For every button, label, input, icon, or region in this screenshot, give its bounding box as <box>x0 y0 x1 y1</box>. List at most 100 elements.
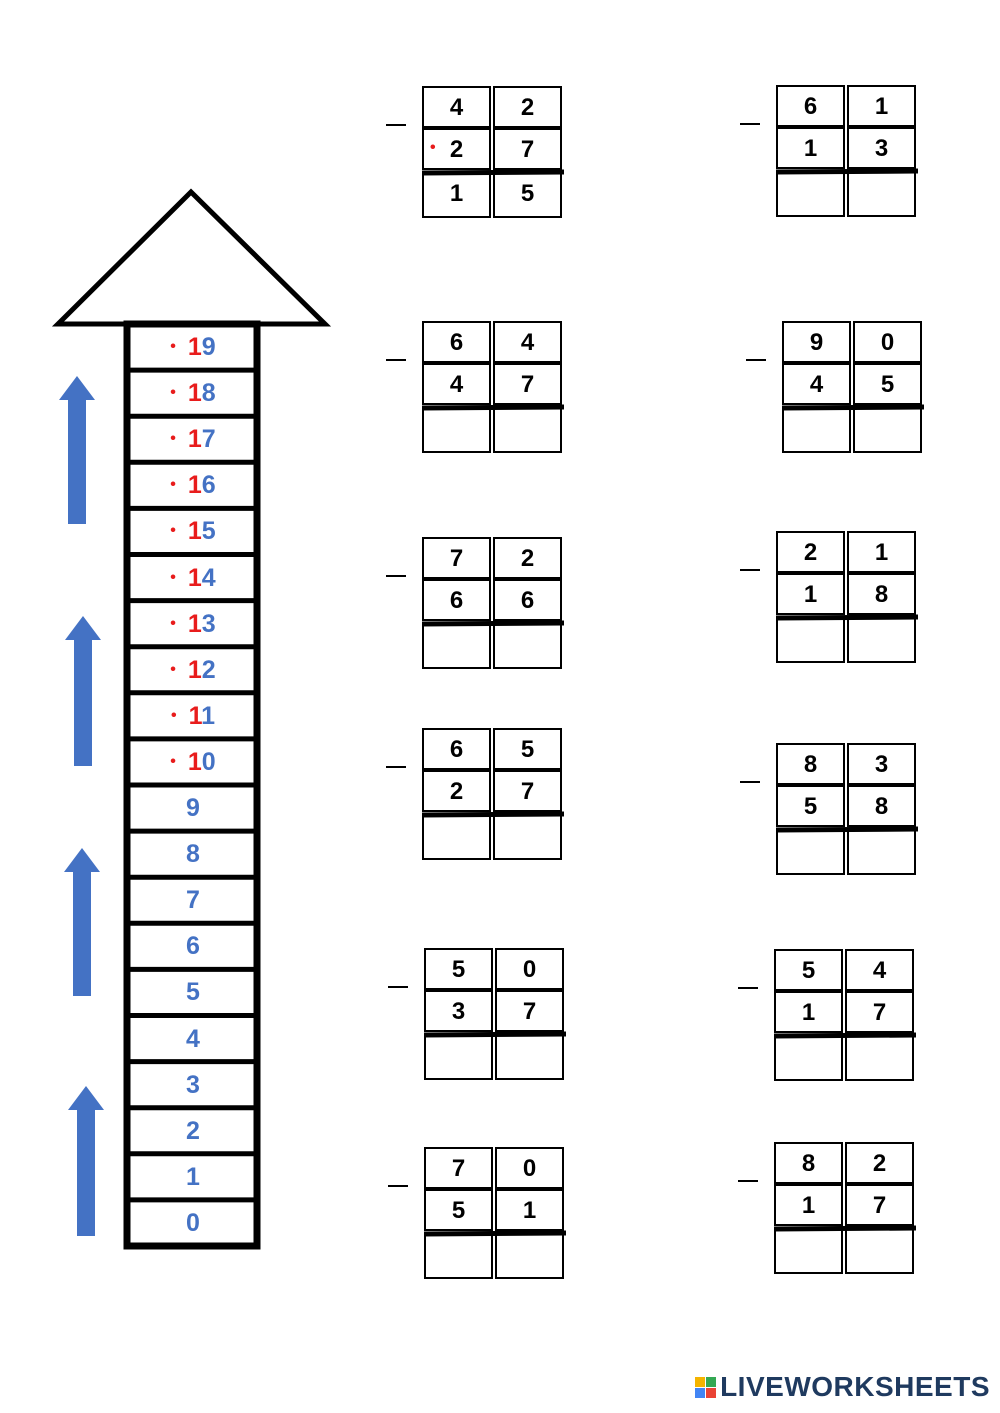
subtrahend-digit: 8 <box>847 573 916 615</box>
ladder-arrow-head <box>51 188 332 327</box>
minus-sign <box>388 986 408 988</box>
digit-text: 0 <box>522 1155 537 1182</box>
digit-text: 4 <box>449 371 464 398</box>
answer-cell[interactable] <box>776 617 845 663</box>
minus-sign <box>386 359 406 361</box>
ladder-rung: •13 <box>132 602 254 646</box>
rung-ones-digit: 1 <box>186 1162 200 1191</box>
digit-text: 6 <box>803 93 818 120</box>
subtraction-problem: 7 0 5 1 <box>388 1147 578 1287</box>
rung-tens-digit: 1 <box>187 517 202 546</box>
answer-cell[interactable] <box>847 829 916 875</box>
digit-text: 1 <box>522 1197 537 1224</box>
digit-text: 4 <box>809 371 824 398</box>
digit-text: 0 <box>522 956 537 983</box>
minuend-digit: 8 <box>774 1142 843 1184</box>
answer-cell[interactable] <box>424 1034 493 1080</box>
answer-cell[interactable] <box>847 171 916 217</box>
ladder-rung: •11 <box>132 694 254 738</box>
answer-cell[interactable] <box>422 623 491 669</box>
ladder-rung: •16 <box>132 463 254 507</box>
digit-text: 2 <box>449 136 464 163</box>
answer-cell[interactable] <box>782 407 851 453</box>
digit-text: 1 <box>803 581 818 608</box>
rung-ones-digit: 6 <box>186 932 200 961</box>
borrow-dot: • <box>170 384 176 402</box>
answer-cell[interactable]: 1 <box>422 172 491 218</box>
borrow-dot: • <box>170 568 176 586</box>
ladder-rung: •12 <box>132 648 254 692</box>
subtrahend-digit: 3 <box>424 990 493 1032</box>
answer-cell[interactable] <box>853 407 922 453</box>
answer-cell[interactable] <box>493 407 562 453</box>
borrow-dot: • <box>170 660 176 678</box>
rung-ones-digit: 2 <box>201 655 216 684</box>
answer-cell[interactable] <box>493 814 562 860</box>
minus-sign <box>386 124 406 126</box>
digit-text: 5 <box>880 371 895 398</box>
rung-ones-digit: 5 <box>201 517 216 546</box>
answer-cell[interactable] <box>845 1228 914 1274</box>
answer-cell[interactable] <box>422 407 491 453</box>
ladder-rung: 5 <box>132 970 254 1014</box>
answer-cell[interactable]: 5 <box>493 172 562 218</box>
answer-cell[interactable] <box>776 829 845 875</box>
answer-cell[interactable] <box>774 1228 843 1274</box>
digit-text: 2 <box>803 539 818 566</box>
minus-sign <box>738 987 758 989</box>
minus-sign <box>740 781 760 783</box>
answer-cell[interactable] <box>493 623 562 669</box>
minuend-digit: 2 <box>493 537 562 579</box>
minus-sign <box>746 359 766 361</box>
result-line <box>423 1230 567 1237</box>
rung-tens-digit: 1 <box>187 425 202 454</box>
subtrahend-digit: 4 <box>422 363 491 405</box>
subtrahend-digit: 5 <box>776 785 845 827</box>
minuend-digit: 5 <box>424 948 493 990</box>
result-line <box>775 614 919 621</box>
subtrahend-digit: 7 <box>495 990 564 1032</box>
rung-ones-digit: 4 <box>186 1024 200 1053</box>
digit-text: 5 <box>451 1197 466 1224</box>
rung-ones-digit: 3 <box>201 609 216 638</box>
answer-cell[interactable] <box>776 171 845 217</box>
answer-cell[interactable] <box>495 1034 564 1080</box>
minuend-digit: 2 <box>776 531 845 573</box>
subtrahend-digit: 7 <box>493 128 562 170</box>
subtrahend-digit: 1 <box>774 1184 843 1226</box>
answer-cell[interactable] <box>847 617 916 663</box>
digit-text: 4 <box>449 94 464 121</box>
digit-text: 7 <box>872 1192 887 1219</box>
minus-sign <box>738 1180 758 1182</box>
rung-ones-digit: 2 <box>186 1116 200 1145</box>
digit-text: 5 <box>520 736 535 763</box>
ladder-rung: 3 <box>132 1063 254 1107</box>
answer-cell[interactable] <box>774 1035 843 1081</box>
subtrahend-digit: 1 <box>776 573 845 615</box>
rung-tens-digit: 1 <box>187 563 202 592</box>
answer-cell[interactable] <box>495 1233 564 1279</box>
ladder-rung: 8 <box>132 832 254 876</box>
subtrahend-digit: 7 <box>845 991 914 1033</box>
answer-cell[interactable] <box>422 814 491 860</box>
minuend-digit: 2 <box>845 1142 914 1184</box>
borrow-dot: • <box>170 338 176 355</box>
answer-cell[interactable] <box>845 1035 914 1081</box>
minuend-digit: 6 <box>776 85 845 127</box>
ladder-rung: 7 <box>132 878 254 922</box>
minuend-digit: 5 <box>493 728 562 770</box>
digit-text: 8 <box>803 751 818 778</box>
answer-cell[interactable] <box>424 1233 493 1279</box>
rung-ones-digit: 0 <box>201 747 216 776</box>
minuend-digit: 7 <box>424 1147 493 1189</box>
